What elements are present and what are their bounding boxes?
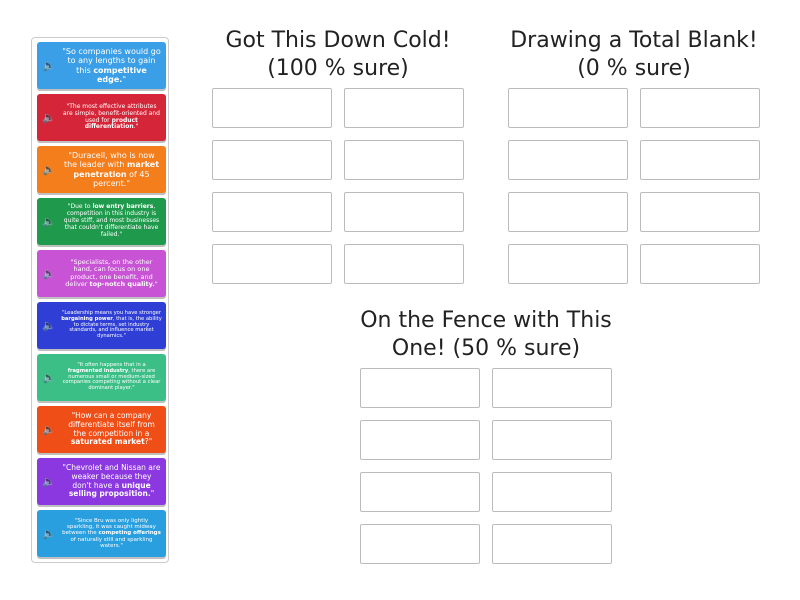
card-text: "So companies would go to any lengths to… — [61, 47, 166, 84]
card-text-post: of 45 percent." — [93, 169, 150, 188]
draggable-card[interactable]: 🔈 "Chevrolet and Nissan are weaker becaus… — [37, 458, 166, 505]
drop-slot-fence[interactable] — [360, 368, 480, 408]
speaker-icon[interactable]: 🔈 — [42, 163, 56, 176]
drop-slot-fence[interactable] — [492, 472, 612, 512]
card-text-pre: "So companies would go to any lengths to… — [62, 47, 161, 75]
card-text-post: ?" — [144, 437, 153, 447]
drop-slot-cold[interactable] — [212, 140, 332, 180]
card-text: "Chevrolet and Nissan are weaker because… — [61, 463, 166, 499]
card-text-bold: competitive edge. — [93, 65, 147, 84]
speaker-icon[interactable]: 🔈 — [42, 59, 56, 72]
drop-slot-cold[interactable] — [344, 244, 464, 284]
card-text-bold: fragmented industry — [67, 367, 129, 374]
card-text-post: , there are numerous small or medium-siz… — [62, 367, 161, 392]
draggable-card[interactable]: 🔈 "Due to low entry barriers, competition… — [37, 198, 166, 245]
drop-slot-cold[interactable] — [212, 192, 332, 232]
card-text: "The most effective attributes are simpl… — [61, 102, 166, 132]
card-text: "Since Bru was only lightly sparkling, i… — [61, 518, 166, 550]
card-text: "Leadership means you have stronger barg… — [61, 309, 166, 341]
drop-slot-fence[interactable] — [492, 420, 612, 460]
card-text-bold: saturated market — [70, 437, 145, 447]
card-text-post: , competition in this industry is quite … — [63, 203, 160, 238]
card-text-bold: product differentiation — [84, 116, 138, 131]
card-text-pre: "How can a company differentiate itself … — [68, 411, 155, 438]
speaker-icon[interactable]: 🔈 — [42, 215, 56, 228]
draggable-card[interactable]: 🔈 "Duracell, who is now the leader with m… — [37, 146, 166, 193]
drop-slot-cold[interactable] — [344, 192, 464, 232]
draggable-card[interactable]: 🔈 "The most effective attributes are simp… — [37, 94, 166, 141]
card-text-bold: top-notch quality. — [89, 279, 155, 288]
draggable-card[interactable]: 🔈 "Leadership means you have stronger bar… — [37, 302, 166, 349]
card-text-pre: "Since Bru was only lightly sparkling, i… — [62, 517, 156, 537]
card-text: "Specialists, on the other hand, can foc… — [61, 257, 166, 289]
draggable-card[interactable]: 🔈 "Specialists, on the other hand, can fo… — [37, 250, 166, 297]
drop-slot-blank[interactable] — [508, 192, 628, 232]
speaker-icon[interactable]: 🔈 — [42, 267, 56, 280]
card-text: "Due to low entry barriers, competition … — [61, 203, 166, 238]
card-text-pre: "Specialists, on the other hand, can foc… — [65, 257, 153, 288]
drop-slot-blank[interactable] — [508, 244, 628, 284]
draggable-card[interactable]: 🔈 "How can a company differentiate itself… — [37, 406, 166, 453]
card-text-post: " — [122, 74, 127, 84]
drop-slot-blank[interactable] — [508, 88, 628, 128]
card-text: "How can a company differentiate itself … — [61, 411, 166, 447]
card-tray: 🔈 "So companies would go to any lengths t… — [31, 37, 169, 563]
drop-slot-fence[interactable] — [360, 420, 480, 460]
card-text-post: ." — [133, 123, 139, 131]
drop-slot-blank[interactable] — [640, 140, 760, 180]
drop-slot-cold[interactable] — [344, 88, 464, 128]
drop-slot-fence[interactable] — [492, 368, 612, 408]
speaker-icon[interactable]: 🔈 — [42, 371, 56, 384]
card-text: "It often happens that in a fragmented i… — [61, 361, 166, 393]
speaker-icon[interactable]: 🔈 — [42, 475, 56, 488]
card-text-bold: competing offerings — [98, 530, 161, 537]
card-text-bold: bargaining power — [61, 315, 113, 322]
speaker-icon[interactable]: 🔈 — [42, 527, 56, 540]
drop-slot-cold[interactable] — [212, 88, 332, 128]
card-text-post: of naturally still and sparkling waters.… — [70, 536, 153, 549]
card-text-pre: "Duracell, who is now the leader with — [63, 151, 155, 170]
card-text-pre: "Chevrolet and Nissan are weaker because… — [62, 463, 161, 490]
card-text-post: " — [154, 279, 158, 288]
speaker-icon[interactable]: 🔈 — [42, 111, 56, 124]
drop-slot-fence[interactable] — [360, 524, 480, 564]
card-text-bold: market penetration — [73, 160, 160, 179]
drop-slot-cold[interactable] — [344, 140, 464, 180]
card-text-pre: "The most effective attributes are simpl… — [63, 102, 160, 124]
speaker-icon[interactable]: 🔈 — [42, 319, 56, 332]
drop-slot-blank[interactable] — [508, 140, 628, 180]
card-text-post: , that is, the ability to dictate terms,… — [69, 315, 162, 340]
group-title-blank: Drawing a Total Blank! (0 % sure) — [510, 28, 758, 81]
card-text: "Duracell, who is now the leader with ma… — [61, 151, 166, 188]
card-text-post: " — [150, 489, 155, 499]
group-title-cold: Got This Down Cold! (100 % sure) — [225, 28, 451, 81]
drop-slot-blank[interactable] — [640, 244, 760, 284]
card-text-bold: unique selling proposition. — [68, 480, 151, 499]
drop-slot-fence[interactable] — [360, 472, 480, 512]
card-text-pre: "Leadership means you have stronger — [61, 309, 161, 316]
draggable-card[interactable]: 🔈 "It often happens that in a fragmented … — [37, 354, 166, 401]
card-text-pre: "It often happens that in a — [77, 361, 146, 368]
group-title-fence: On the Fence with This One! (50 % sure) — [360, 308, 612, 361]
draggable-card[interactable]: 🔈 "Since Bru was only lightly sparkling, … — [37, 510, 166, 557]
draggable-card[interactable]: 🔈 "So companies would go to any lengths t… — [37, 42, 166, 89]
speaker-icon[interactable]: 🔈 — [42, 423, 56, 436]
drop-slot-fence[interactable] — [492, 524, 612, 564]
card-text-pre: "Due to — [67, 203, 93, 211]
card-text-bold: low entry barriers — [92, 203, 154, 211]
drop-slot-blank[interactable] — [640, 192, 760, 232]
drop-slot-blank[interactable] — [640, 88, 760, 128]
drop-slot-cold[interactable] — [212, 244, 332, 284]
